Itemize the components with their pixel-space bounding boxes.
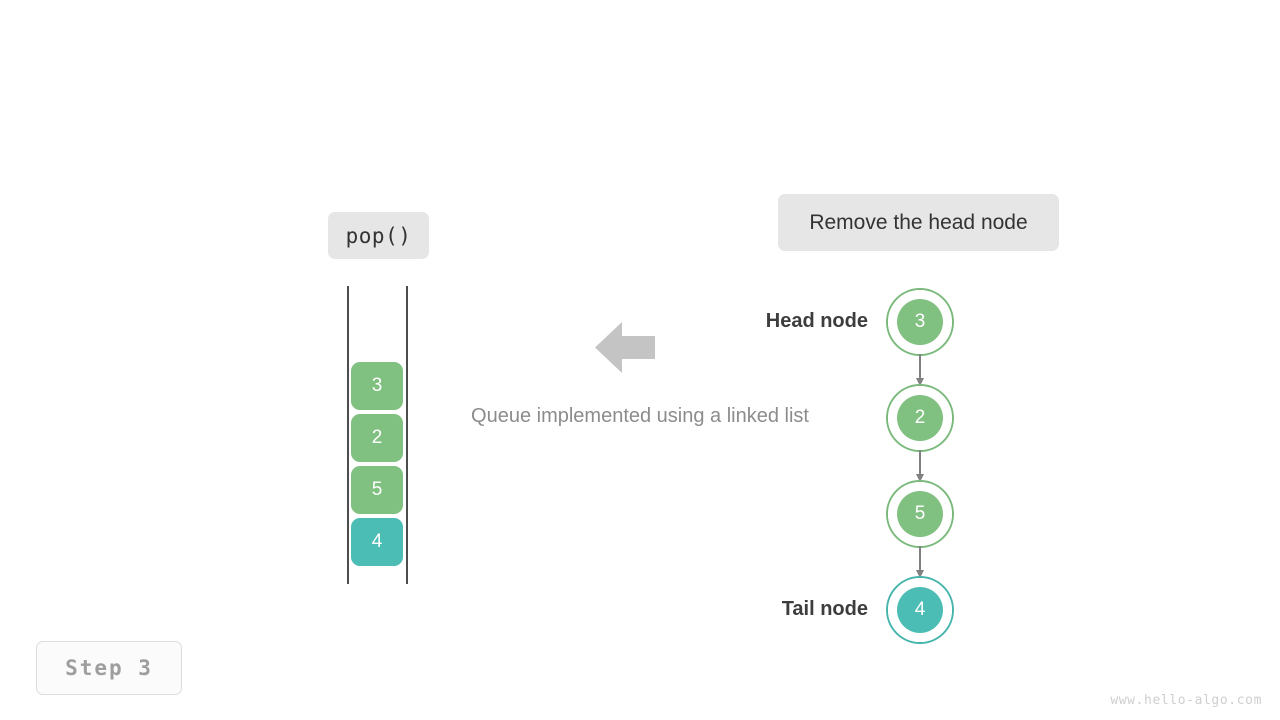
linked-list-node-value: 2 xyxy=(897,395,943,441)
connector-arrowhead xyxy=(916,378,924,386)
queue-container: 3 2 5 4 xyxy=(347,286,408,584)
action-description-label: Remove the head node xyxy=(778,194,1059,251)
queue-box-value: 3 xyxy=(371,375,383,396)
queue-box: 3 xyxy=(351,362,403,410)
diagram-caption: Queue implemented using a linked list xyxy=(471,405,809,427)
queue-box: 2 xyxy=(351,414,403,462)
linked-list-connector-arrow xyxy=(916,354,924,386)
linked-list-node-value: 5 xyxy=(897,491,943,537)
linked-list-node-value: 3 xyxy=(897,299,943,345)
linked-list-node: 3 xyxy=(888,290,952,354)
tail-node-label: Tail node xyxy=(781,598,868,620)
connector-stem xyxy=(919,546,921,570)
linked-list-connector-arrow xyxy=(916,450,924,482)
linked-list-node: 5 xyxy=(888,482,952,546)
linked-list: 3 Head node 2 5 4 Tail node xyxy=(766,290,952,642)
queue-box: 5 xyxy=(351,466,403,514)
flow-arrow-left-icon xyxy=(595,320,655,375)
linked-list-node: 4 xyxy=(888,578,952,642)
queue-rail-right xyxy=(406,286,408,584)
queue-box-value: 4 xyxy=(371,531,383,552)
queue-box-value: 5 xyxy=(371,479,383,500)
queue-box: 4 xyxy=(351,518,403,566)
operation-label: pop() xyxy=(328,212,429,259)
connector-arrowhead xyxy=(916,474,924,482)
linked-list-node: 2 xyxy=(888,386,952,450)
connector-arrowhead xyxy=(916,570,924,578)
queue-element-list: 3 2 5 4 xyxy=(351,362,403,566)
queue-box-value: 2 xyxy=(371,427,383,448)
head-node-label: Head node xyxy=(765,310,868,332)
linked-list-connector-arrow xyxy=(916,546,924,578)
linked-list-node-value: 4 xyxy=(897,587,943,633)
watermark: www.hello-algo.com xyxy=(1110,693,1262,708)
connector-stem xyxy=(919,450,921,474)
step-badge: Step 3 xyxy=(36,641,182,695)
connector-stem xyxy=(919,354,921,378)
queue-rail-left xyxy=(347,286,349,584)
